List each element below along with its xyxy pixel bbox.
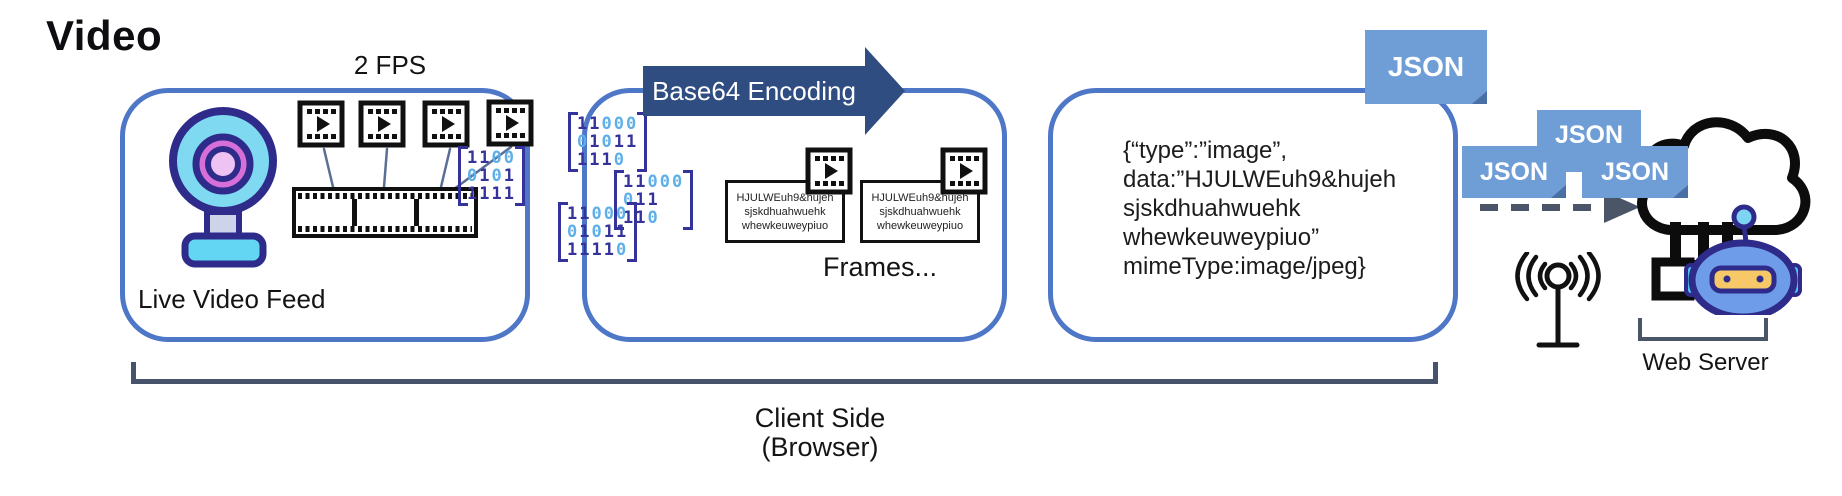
- fold-corner-icon: [1472, 91, 1487, 104]
- client-side-label: Client Side (Browser): [640, 404, 1000, 462]
- base64-encoding-arrow: Base64 Encoding: [643, 66, 865, 116]
- filmstrip-sprockets: [298, 226, 472, 232]
- json-badge-label: JSON: [1554, 120, 1624, 149]
- web-server-bracket: [1638, 318, 1768, 341]
- film-frame-icon: [297, 100, 345, 148]
- fps-label: 2 FPS: [353, 50, 427, 80]
- filmstrip-divider: [352, 199, 357, 226]
- card-text-line: whewkeuweypiuo: [876, 219, 964, 232]
- film-frame-icon: [422, 100, 470, 148]
- json-payload-panel: [1048, 88, 1458, 342]
- card-text-line: sjskdhuahwuehk: [744, 205, 826, 218]
- client-side-line: (Browser): [761, 432, 879, 462]
- payload-line: mimeType:image/jpeg}: [1123, 253, 1366, 280]
- film-frame-icon: [486, 99, 534, 147]
- fold-corner-icon: [1673, 185, 1688, 198]
- dashed-transfer-line: [1480, 204, 1606, 211]
- json-badge: JSON: [1462, 146, 1566, 198]
- antenna-icon: [1515, 252, 1601, 348]
- filmstrip-icon: [292, 187, 478, 238]
- fold-corner-icon: [1551, 185, 1566, 198]
- json-payload-text: {“type”:”image”, data:”HJULWEuh9&hujeh s…: [1123, 136, 1396, 281]
- frames-label: Frames...: [822, 252, 937, 282]
- base64-arrow-head-icon: [865, 47, 905, 135]
- payload-line: sjskdhuahwuehk: [1123, 195, 1301, 222]
- film-frame-icon: [358, 100, 406, 148]
- encoded-frame-card: HJULWEuh9&hujeh sjskdhuahwuehk whewkeuwe…: [860, 180, 980, 243]
- frame-connector-lines: [322, 145, 513, 197]
- card-text-line: sjskdhuahwuehk: [879, 205, 961, 218]
- base64-encoding-label: Base64 Encoding: [652, 75, 856, 106]
- webcam-icon: [169, 107, 277, 268]
- client-side-bracket: [131, 362, 1438, 384]
- payload-line: whewkeuweypiuo”: [1123, 224, 1320, 251]
- cloud-server-robot-icon: [1637, 117, 1811, 315]
- filmstrip-divider: [414, 199, 419, 226]
- json-badge-tab: [1566, 146, 1582, 172]
- web-server-label: Web Server: [1642, 349, 1769, 376]
- film-frame-icon: [940, 147, 988, 195]
- json-badge-label: JSON: [1479, 157, 1549, 186]
- payload-line: {“type”:”image”,: [1123, 137, 1288, 164]
- card-text-line: whewkeuweypiuo: [741, 219, 829, 232]
- payload-line: data:”HJULWEuh9&hujeh: [1123, 166, 1397, 193]
- json-badge-label: JSON: [1387, 51, 1465, 82]
- film-frame-icon: [805, 147, 853, 195]
- json-badge: JSON: [1365, 30, 1487, 104]
- page-title: Video: [46, 12, 163, 59]
- filmstrip-sprockets: [298, 193, 472, 199]
- client-side-line: Client Side: [754, 403, 886, 433]
- json-badge-label: JSON: [1600, 157, 1670, 186]
- live-video-feed-label: Live Video Feed: [138, 284, 326, 314]
- json-badge: JSON: [1582, 146, 1688, 198]
